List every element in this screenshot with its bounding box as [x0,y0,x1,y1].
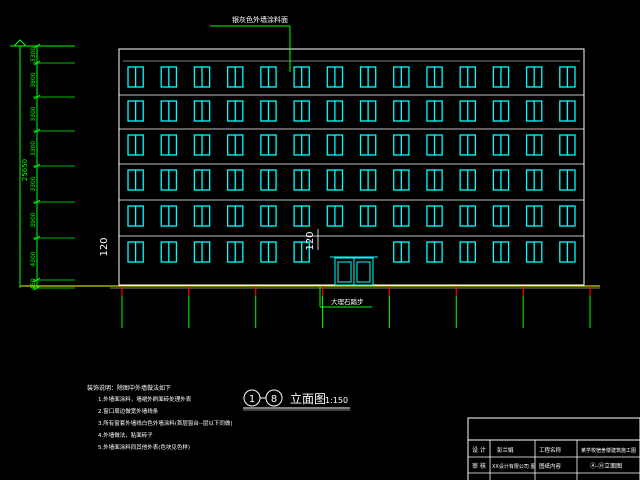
note-item: 1.外墙面涂料，墙裙外刷面砖处理外表 [98,395,192,403]
dimension-tick [33,163,41,169]
tb-cell: XX设计有限公司 图 [492,463,535,470]
dimension-label: 3300 [30,106,37,121]
title-block: 设 计 彭兰娟 工程名称 某学校宿舍楼建筑施工图 审 核 XX设计有限公司 图 … [467,417,640,480]
note-item: 3.所有窗套外墙线白色外墙涂料(首层窗台--层以下同做) [98,419,233,427]
design-notes: 装饰说明：除图中外墙做法如下 1.外墙面涂料，墙裙外刷面砖处理外表 2.窗口周边… [87,384,233,451]
dimension-tick [33,277,41,283]
door-note: 大理石踏步 [331,297,364,306]
dimension-tick [33,199,41,205]
dimension-label: 450 [30,278,37,290]
door-leader [319,287,372,308]
note-item: 2.窗口周边做宽外墙线条 [98,407,159,415]
axis-start-label: 1 [249,394,255,405]
note-item: 5.外墙面涂料同其他外表(色块见色样) [98,443,190,451]
note-item: 4.外墙做法，贴面砖子 [98,431,153,439]
window-grid [127,66,576,263]
dimension-label: 3300 [30,176,37,191]
tb-cell: 工程名称 [539,446,562,454]
drawing-title: 1 8 立面图 1:150 [243,389,350,411]
dimension-tick [33,235,41,241]
dimension-tick [33,285,41,291]
level-mark-left: 120 [99,237,110,256]
entrance-door [330,256,378,286]
total-height-label: 25650 [21,159,29,181]
dimension-label: 3800 [30,72,37,87]
title-scale: 1:150 [325,396,348,405]
tb-cell: 审 核 [472,462,486,470]
dimension-tick [33,94,41,100]
facade-note: 银灰色外墙涂料面 [232,15,288,24]
tb-cell: 图纸内容 [539,462,562,470]
dimension-label: 3900 [30,212,37,227]
dimension-labels: 3300 3800 3300 3300 3300 3900 4300 450 [30,47,37,290]
dimension-label: 3300 [30,47,37,62]
tb-cell: 设 计 [472,446,486,454]
dimension-ticks [33,43,75,291]
dimension-label: 4300 [30,251,37,266]
title-label: 立面图 [290,391,326,406]
tb-cell: 某学校宿舍楼建筑施工图 [581,447,636,454]
level-mark-mid: 120 [305,231,316,250]
dimension-label: 3300 [30,141,37,156]
facade-leader [210,25,291,72]
floor-lines [119,60,584,237]
axis-lines [121,286,591,328]
dimension-tick [33,60,41,66]
notes-heading: 装饰说明：除图中外墙做法如下 [87,384,171,392]
axis-end-label: 8 [271,394,277,405]
dimension-tick [33,43,41,49]
dimension-tick [33,128,41,134]
tb-cell: 彭兰娟 [497,446,514,454]
tb-cell: Ⓐ-Ⓗ立面图 [590,462,622,470]
